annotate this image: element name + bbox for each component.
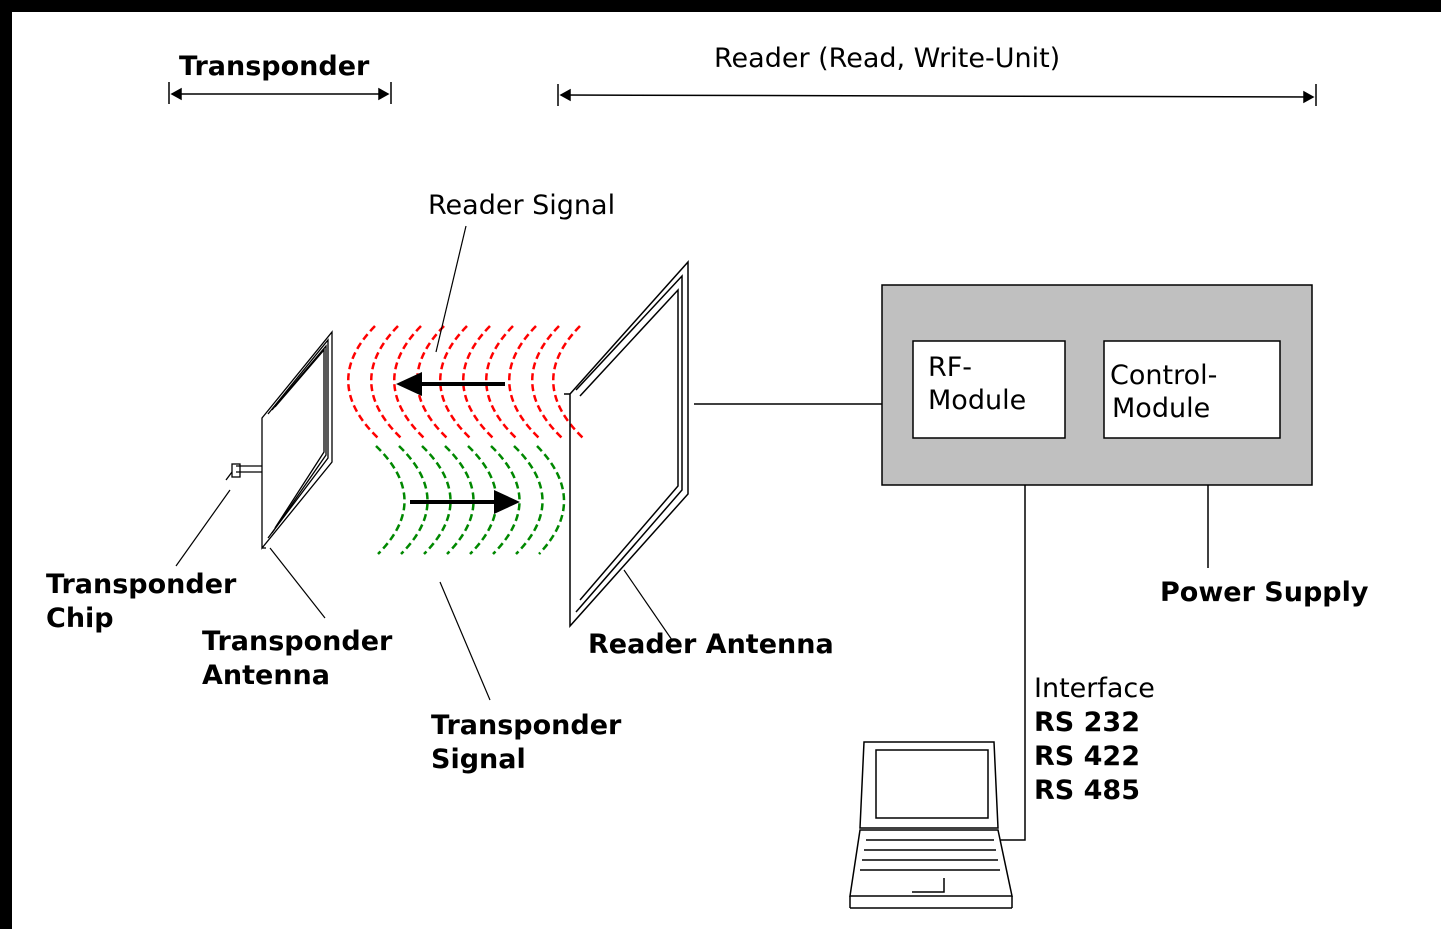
transponder-antenna-label-line1: Transponder: [202, 626, 393, 657]
reader-antenna-label: Reader Antenna: [588, 629, 834, 660]
transponder-chip-label-line1: Transponder: [46, 569, 237, 600]
leader-lines: [175, 225, 673, 701]
interface-line: [998, 485, 1026, 841]
interface-rs422-label: RS 422: [1034, 741, 1140, 772]
reader-signal-waves: [347, 325, 584, 439]
reader-signal-label: Reader Signal: [428, 190, 616, 221]
power-supply-label: Power Supply: [1160, 577, 1369, 608]
transponder-signal-waves: [375, 445, 566, 555]
diagram-canvas: Transponder Reader (Read, Write-Unit) Re…: [12, 12, 1441, 929]
rf-module-label-line2: Module: [928, 385, 1027, 416]
reader-signal-arrow: [396, 372, 505, 396]
control-module-label-line2: Module: [1112, 393, 1211, 424]
rf-module-box: [912, 340, 1066, 439]
interface-label: Interface: [1034, 673, 1155, 704]
diagram-svg: [168, 82, 1317, 909]
transponder-chip-label-line2: Chip: [46, 603, 114, 634]
transponder-antenna-icon: [261, 330, 333, 550]
transponder-dimension-line: [168, 82, 392, 104]
control-module-label-line1: Control-: [1110, 360, 1218, 391]
transponder-signal-arrow: [410, 490, 520, 514]
transponder-signal-label-line1: Transponder: [431, 710, 622, 741]
transponder-range-label: Transponder: [179, 51, 370, 82]
control-module-box: [1103, 340, 1281, 439]
reader-dimension-line: [557, 84, 1317, 106]
transponder-signal-label-line2: Signal: [431, 744, 526, 775]
interface-rs485-label: RS 485: [1034, 775, 1140, 806]
transponder-chip-icon: [225, 463, 262, 481]
reader-antenna-icon: [564, 260, 689, 628]
reader-range-label: Reader (Read, Write-Unit): [714, 43, 1061, 74]
transponder-antenna-label-line2: Antenna: [202, 660, 330, 691]
laptop-icon: [849, 741, 1013, 909]
rf-module-label-line1: RF-: [928, 352, 973, 383]
interface-rs232-label: RS 232: [1034, 707, 1140, 738]
